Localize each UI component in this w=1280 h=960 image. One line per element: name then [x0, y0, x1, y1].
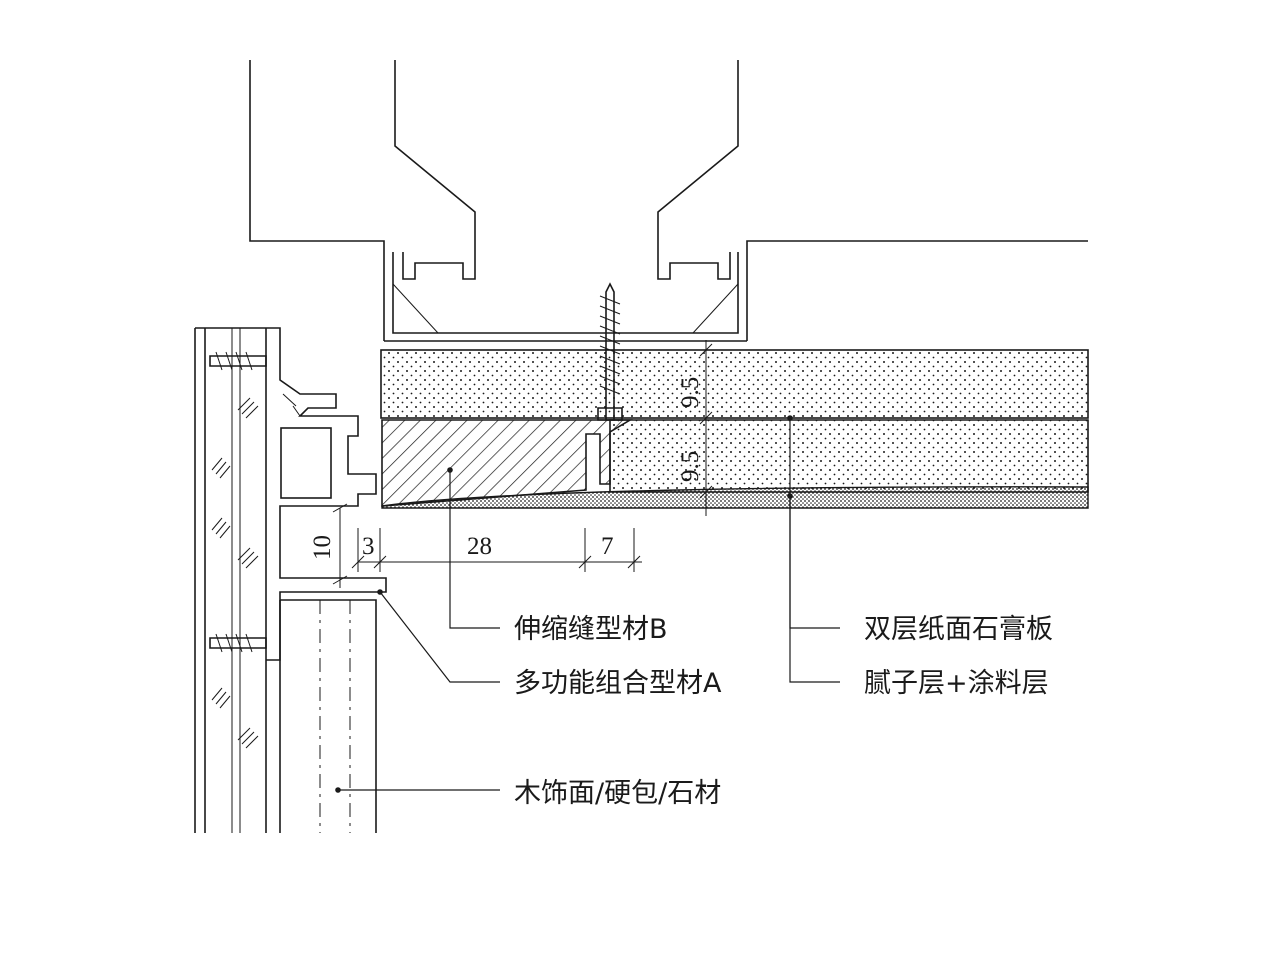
dimension-lines — [332, 340, 713, 588]
dim-3: 3 — [362, 533, 375, 560]
ceiling-keel — [249, 60, 1088, 342]
dim-28: 28 — [467, 533, 492, 560]
expansion-joint-profile-b — [381, 419, 633, 507]
label-wood-finish: 木饰面/硬包/石材 — [514, 778, 721, 809]
wood-finish-panel — [279, 599, 377, 833]
multifunction-profile-a — [266, 327, 387, 661]
leader-lines — [335, 415, 840, 793]
dim-7: 7 — [601, 533, 614, 560]
dim-board-upper: 9.5 — [677, 377, 704, 408]
anchor-bolt-icon — [209, 351, 267, 371]
label-multifunction-profile-a: 多功能组合型材A — [514, 668, 722, 699]
wall-section — [194, 327, 267, 833]
dim-10: 10 — [309, 535, 336, 560]
label-putty-paint-layer: 腻子层+涂料层 — [864, 668, 1049, 699]
label-expansion-joint-profile-b: 伸缩缝型材B — [514, 614, 668, 645]
anchor-bolt-icon — [209, 633, 267, 653]
screw-icon — [597, 282, 623, 421]
double-gypsum-board — [380, 349, 1089, 509]
label-double-gypsum-board: 双层纸面石膏板 — [864, 614, 1053, 645]
dim-board-lower: 9.5 — [677, 451, 704, 482]
